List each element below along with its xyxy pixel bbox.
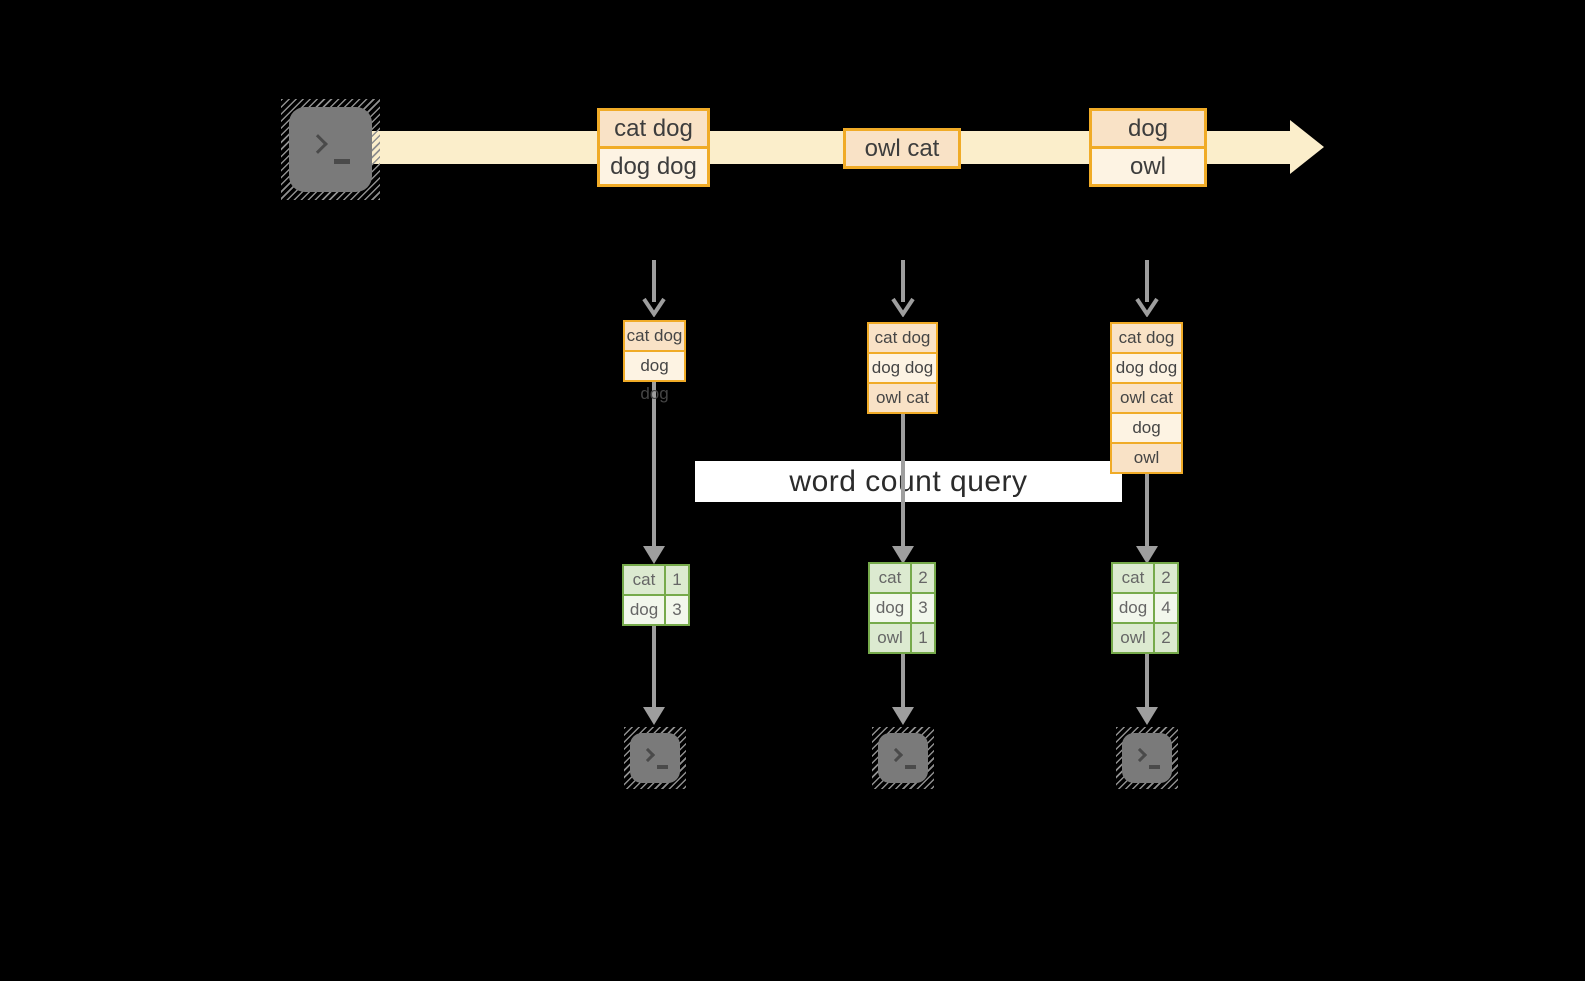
prompt-chevron-icon	[1132, 747, 1148, 763]
prompt-underscore-icon	[905, 765, 916, 769]
count-cell: 3	[912, 594, 934, 622]
event-cell: owl cat	[846, 131, 958, 166]
word-cell: dog	[624, 596, 664, 624]
stream-event-box-3: dog owl	[1089, 108, 1207, 187]
stack-cell: cat dog	[1112, 324, 1181, 352]
flow-arrowhead-icon	[643, 707, 665, 725]
flow-arrow	[1145, 474, 1149, 547]
count-cell: 4	[1155, 594, 1177, 622]
stack-cell: owl cat	[1112, 384, 1181, 412]
flow-arrowhead-icon	[1136, 546, 1158, 564]
word-cell: dog	[1113, 594, 1153, 622]
dashed-arrow	[901, 260, 905, 302]
flow-arrowhead-icon	[892, 707, 914, 725]
count-row: dog 4	[1113, 594, 1177, 622]
word-cell: owl	[870, 624, 910, 652]
prompt-underscore-icon	[657, 765, 668, 769]
count-row: cat 2	[1113, 564, 1177, 592]
count-cell: 2	[1155, 624, 1177, 652]
dashed-arrow	[1145, 260, 1149, 302]
batch-stack-1: cat dog dog dog	[623, 320, 686, 403]
prompt-chevron-icon	[308, 134, 328, 154]
stream-arrowhead-icon	[1290, 120, 1324, 174]
sink-terminal-icon	[1116, 727, 1178, 789]
count-row: owl 1	[870, 624, 934, 652]
word-cell: dog	[870, 594, 910, 622]
flow-arrow	[652, 382, 656, 547]
flow-arrow	[901, 414, 905, 547]
query-label: word count query	[695, 461, 1122, 502]
flow-arrowhead-icon	[1136, 707, 1158, 725]
event-cell: owl	[1092, 149, 1204, 184]
dashed-arrowhead-icon	[891, 297, 915, 317]
event-cell: cat dog	[600, 111, 707, 146]
terminal-screen	[1122, 733, 1172, 783]
count-table-3: cat 2 dog 4 owl 2	[1111, 562, 1179, 654]
stream-event-box-1: cat dog dog dog	[597, 108, 710, 187]
flow-arrow	[652, 626, 656, 708]
stack-cell: dog	[1112, 414, 1181, 442]
stack-cell: owl	[1112, 444, 1181, 472]
flow-arrowhead-icon	[643, 546, 665, 564]
word-cell: cat	[870, 564, 910, 592]
stack-cell: dog dog	[869, 354, 936, 382]
count-row: dog 3	[870, 594, 934, 622]
flow-arrow	[901, 654, 905, 708]
source-terminal-icon	[281, 99, 380, 200]
count-cell: 1	[666, 566, 688, 594]
flow-arrowhead-icon	[892, 546, 914, 564]
count-table-2: cat 2 dog 3 owl 1	[868, 562, 936, 654]
dashed-arrowhead-icon	[1135, 297, 1159, 317]
word-cell: cat	[624, 566, 664, 594]
sink-terminal-icon	[872, 727, 934, 789]
count-row: cat 1	[624, 566, 688, 594]
word-cell: cat	[1113, 564, 1153, 592]
prompt-underscore-icon	[334, 159, 350, 164]
stack-cell: owl cat	[869, 384, 936, 412]
count-row: owl 2	[1113, 624, 1177, 652]
stream-event-box-2: owl cat	[843, 128, 961, 169]
batch-stack-3: cat dog dog dog owl cat dog owl	[1110, 322, 1183, 474]
flow-arrow	[1145, 654, 1149, 708]
dashed-arrowhead-icon	[642, 297, 666, 317]
stack-cell: dog dog	[1112, 354, 1181, 382]
sink-terminal-icon	[624, 727, 686, 789]
dashed-arrow	[652, 260, 656, 302]
prompt-chevron-icon	[888, 747, 904, 763]
prompt-underscore-icon	[1149, 765, 1160, 769]
count-row: dog 3	[624, 596, 688, 624]
count-cell: 1	[912, 624, 934, 652]
count-cell: 2	[912, 564, 934, 592]
count-row: cat 2	[870, 564, 934, 592]
terminal-screen	[630, 733, 680, 783]
count-table-1: cat 1 dog 3	[622, 564, 690, 626]
prompt-chevron-icon	[640, 747, 656, 763]
terminal-screen	[289, 107, 372, 192]
event-cell: dog	[1092, 111, 1204, 146]
event-cell: dog dog	[600, 149, 707, 184]
count-cell: 3	[666, 596, 688, 624]
word-cell: owl	[1113, 624, 1153, 652]
batch-stack-2: cat dog dog dog owl cat	[867, 322, 938, 414]
stack-cell: cat dog	[869, 324, 936, 352]
count-cell: 2	[1155, 564, 1177, 592]
terminal-screen	[878, 733, 928, 783]
stack-cell: dog dog	[625, 352, 684, 403]
stack-cell: cat dog	[625, 322, 684, 350]
